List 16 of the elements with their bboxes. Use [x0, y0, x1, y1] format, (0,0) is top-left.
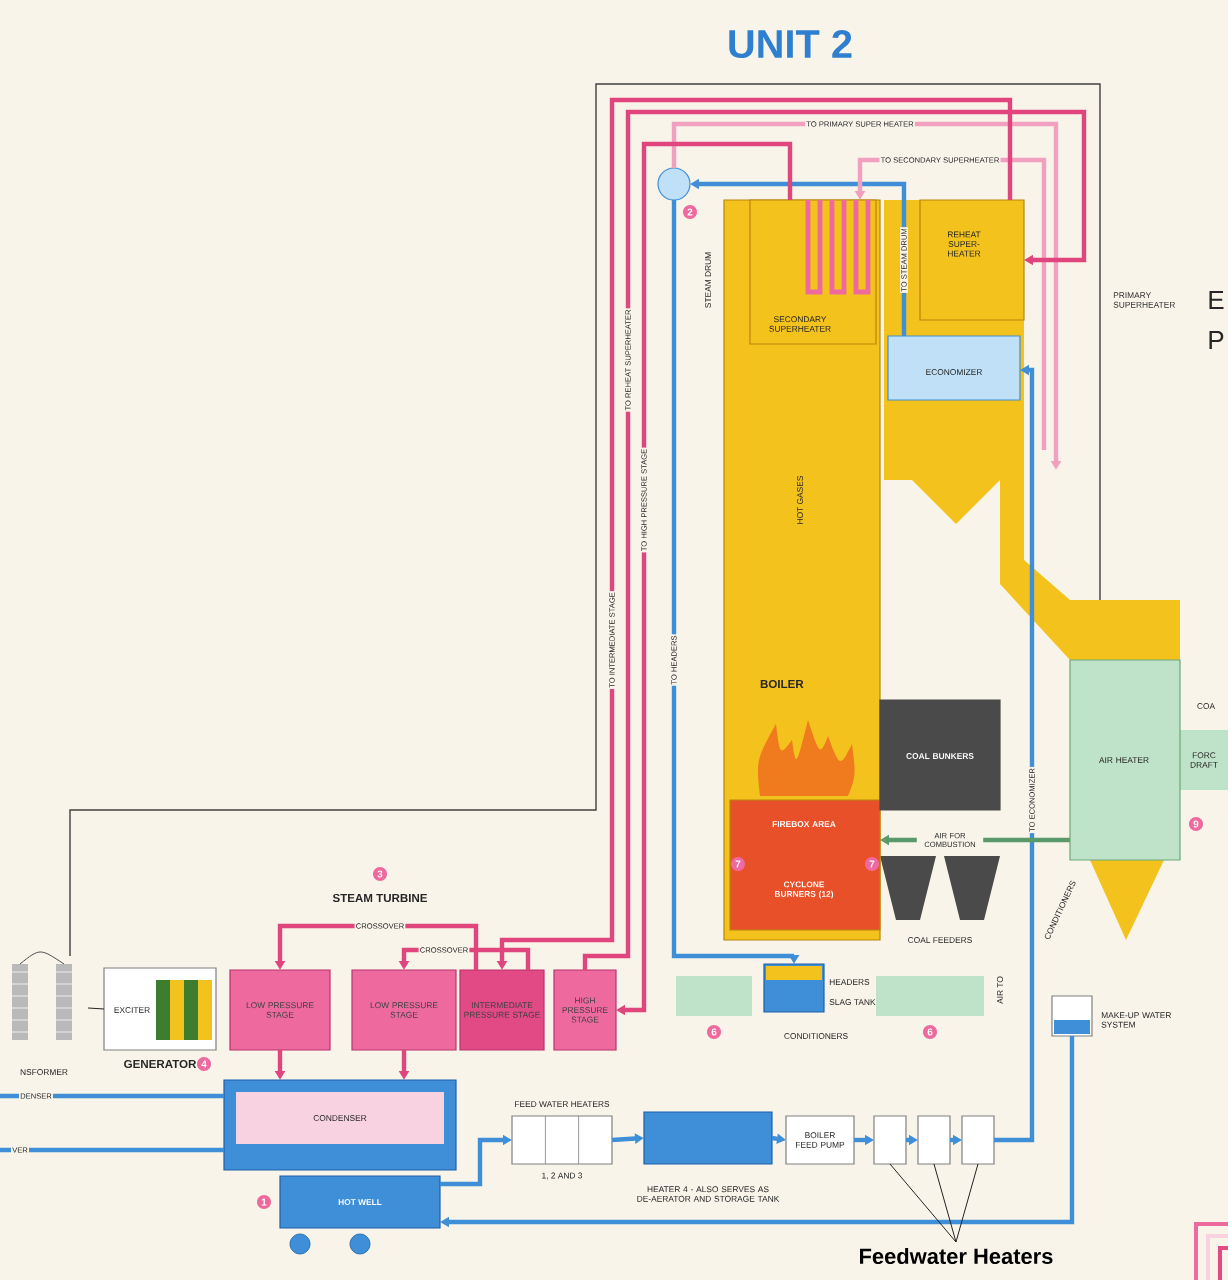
pipe [0, 1147, 224, 1153]
part-label: E [1209, 291, 1224, 309]
heater-box [873, 1115, 907, 1165]
wire [87, 1007, 105, 1010]
heater-box [961, 1115, 995, 1165]
title: UNIT 2 [729, 29, 852, 59]
leader-line [955, 1163, 979, 1243]
part-label: P [1209, 331, 1224, 349]
leader-line [933, 1163, 957, 1243]
callout-label: Feedwater Heaters [860, 1247, 1053, 1265]
water-tank [1051, 995, 1093, 1037]
pipe [582, 109, 1087, 971]
steam-drum [657, 167, 691, 201]
leader-line [889, 1163, 957, 1243]
heater-box [917, 1115, 951, 1165]
pipe [0, 1093, 224, 1099]
